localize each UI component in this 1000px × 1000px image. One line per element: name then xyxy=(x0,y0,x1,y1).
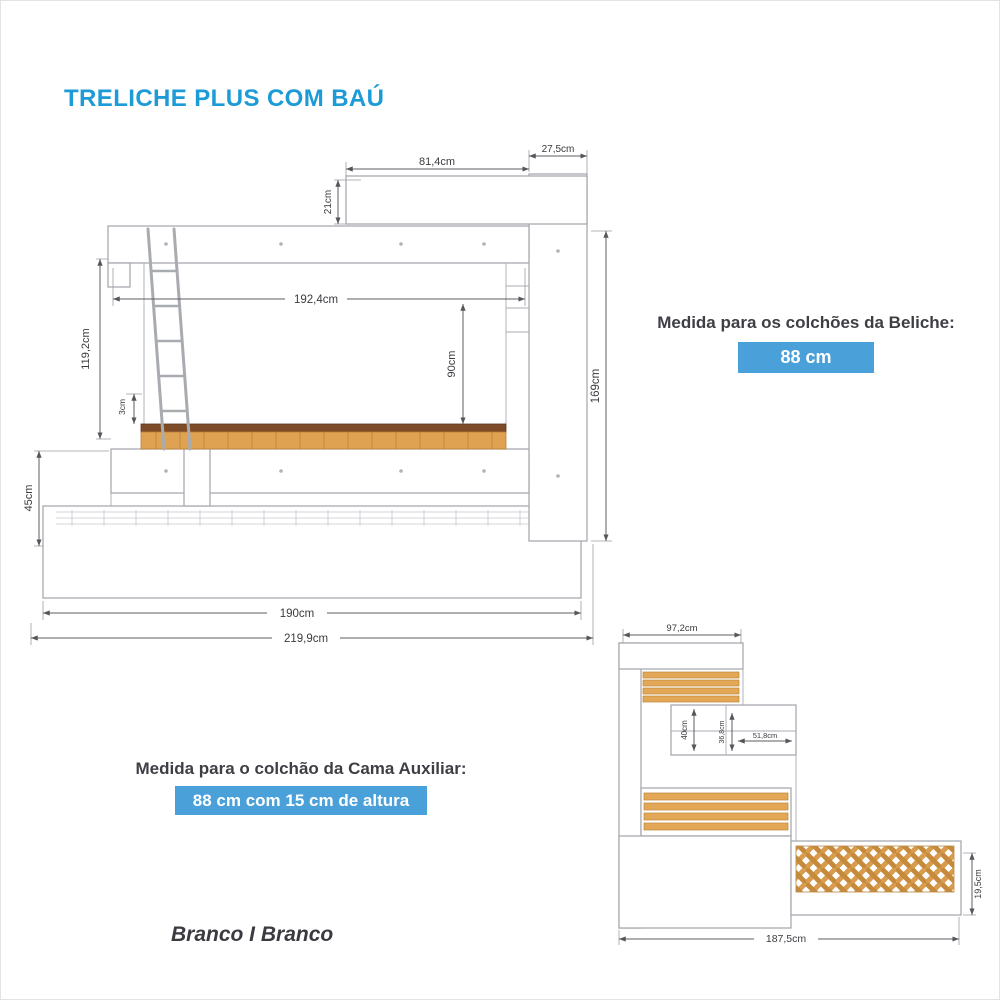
dim-deck-height-label: 21cm xyxy=(323,190,334,214)
top-deck xyxy=(345,175,588,225)
bunk-mattress-size-badge: 88 cm xyxy=(738,342,874,373)
dim-inner-height-label: 119,2cm xyxy=(80,328,92,369)
wardrobe-column xyxy=(528,173,588,542)
dim-side-length-label: 187,5cm xyxy=(766,933,807,945)
dim-total-width-label: 219,9cm xyxy=(284,633,328,645)
side-top-bunk-slats xyxy=(642,671,740,703)
bunk-mattress-note: Medida para os colchões da Beliche: 88 c… xyxy=(619,313,993,373)
dim-clearance-label: 90cm xyxy=(446,351,458,378)
bunk-mattress-note-label: Medida para os colchões da Beliche: xyxy=(657,313,955,332)
front-view-diagram: 81,4cm 27,5cm 21cm 192,4cm 119,2cm 90cm … xyxy=(23,144,612,646)
side-lower-bunk-slats xyxy=(643,792,789,831)
dim-cabinet-height-label: 40cm xyxy=(680,720,689,740)
middle-bed-mattress xyxy=(140,423,507,450)
dim-side-depth-label: 97,2cm xyxy=(666,623,697,634)
aux-mattress-note-label: Medida para o colchão da Cama Auxiliar: xyxy=(135,759,467,778)
middle-bed-rail xyxy=(110,448,530,494)
dim-total-height-label: 169cm xyxy=(590,369,602,404)
side-view-diagram: 97,2cm 40cm 36,8cm 51,8cm 19,5cm 187,5cm xyxy=(618,623,983,946)
top-bunk-rail xyxy=(107,225,530,264)
aux-mattress-size-badge: 88 cm com 15 cm de altura xyxy=(174,786,428,816)
aux-mattress-note: Medida para o colchão da Cama Auxiliar: … xyxy=(96,759,506,816)
bed-structure xyxy=(42,173,588,599)
screw-dots xyxy=(164,242,560,478)
dimension-lines xyxy=(30,150,612,646)
product-title: TRELICHE PLUS COM BAÚ xyxy=(64,85,385,112)
dim-base-width-label: 190cm xyxy=(280,608,315,620)
side-cabinet xyxy=(670,704,797,756)
auxiliary-bed-lattice xyxy=(795,845,955,893)
side-top-deck xyxy=(618,642,744,670)
dim-top-depth-label: 27,5cm xyxy=(542,144,575,155)
shelf-unit xyxy=(506,285,529,333)
finish-color-label: Branco I Branco xyxy=(171,923,334,946)
dim-base-height-label: 45cm xyxy=(23,485,35,512)
dim-top-width-label: 81,4cm xyxy=(419,156,455,168)
side-dimension-lines xyxy=(618,629,976,946)
dim-inner-width-label: 192,4cm xyxy=(294,294,338,306)
storage-bed-slats xyxy=(56,510,568,526)
side-structure xyxy=(618,642,962,929)
dim-shelf-height-label: 36,8cm xyxy=(719,720,726,743)
ladder xyxy=(146,227,192,451)
dim-aux-height-label: 19,5cm xyxy=(973,869,983,899)
dim-shelf-width-label: 51,8cm xyxy=(753,731,778,740)
dim-slat-label: 3cm xyxy=(117,399,127,415)
